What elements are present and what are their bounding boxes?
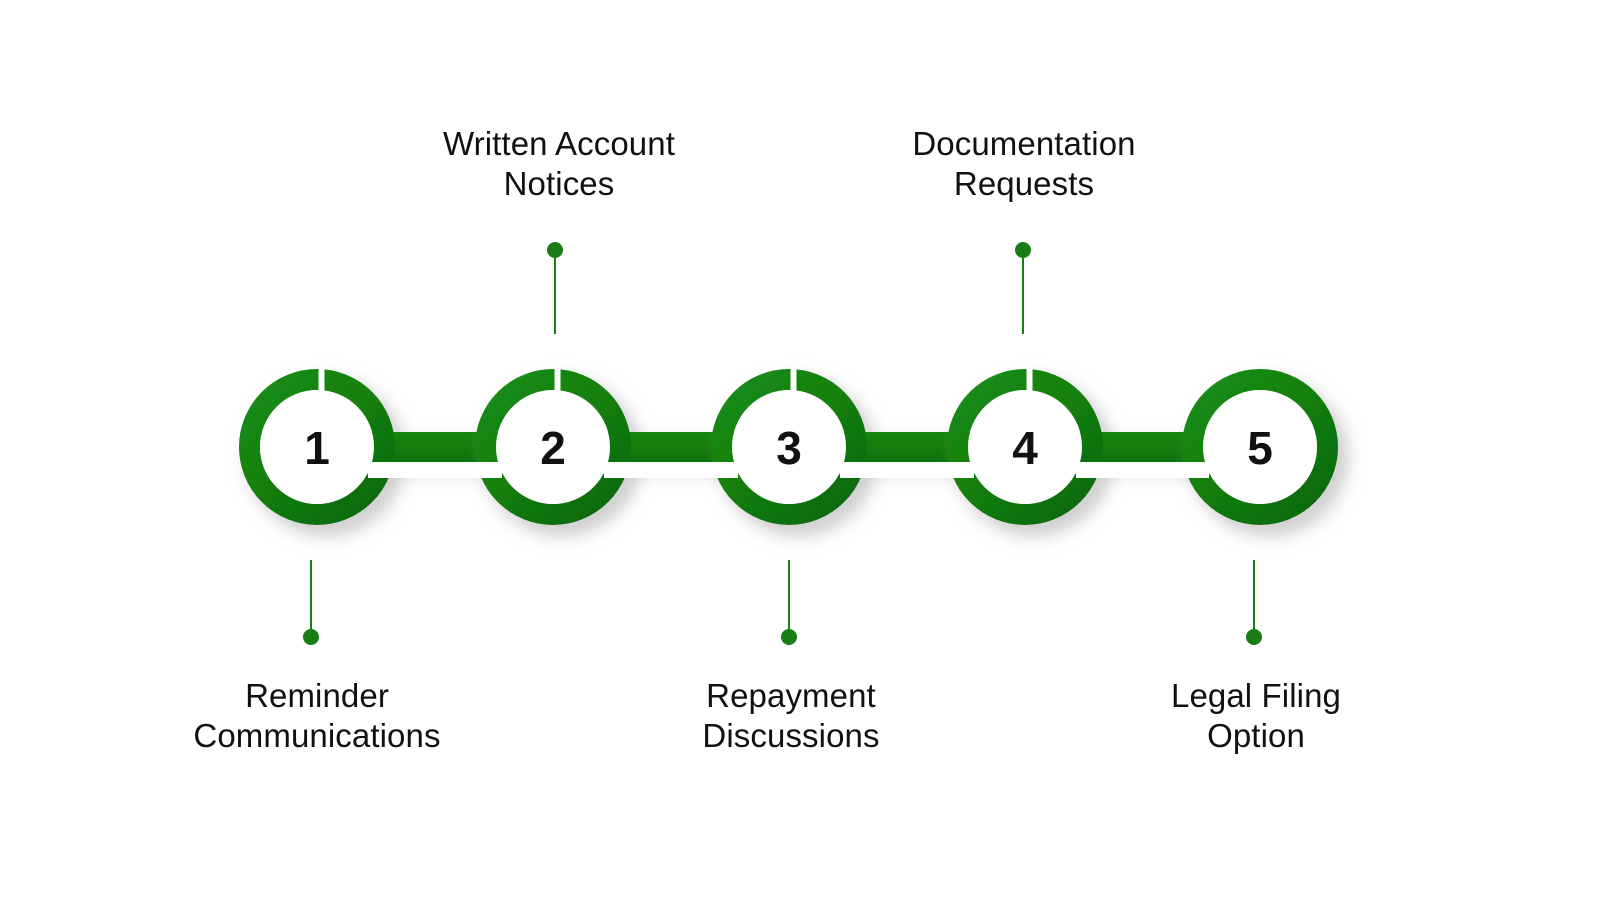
step-ring-3 [711,369,867,525]
ring-lower-gap-3 [840,462,974,478]
callout-stem-1 [303,560,319,645]
ring-lower-gap-1 [368,462,502,478]
stem-dot-4 [1015,242,1031,258]
step-ring-1 [239,369,395,525]
step-number-3: 3 [776,422,802,474]
callout-stem-3 [781,560,797,645]
step-number-2: 2 [540,422,566,474]
ring-top-gap-2 [554,367,561,394]
step-label-1: Reminder Communications [193,677,441,755]
callout-stem-layer [303,242,1262,645]
ring-top-gap-3 [790,367,797,394]
stem-dot-1 [303,629,319,645]
step-label-3: Repayment Discussions [702,677,880,755]
step-label-4: Documentation Requests [912,125,1136,203]
step-number-4: 4 [1012,422,1038,474]
ring-lower-gap-2 [604,462,738,478]
step-inner-disc-1 [260,390,374,504]
stem-dot-5 [1246,629,1262,645]
callout-stem-4 [1015,242,1031,334]
stem-dot-3 [781,629,797,645]
ring-lower-gap-4 [1076,462,1209,478]
step-node-5[interactable] [1182,369,1338,525]
step-ring-2 [475,369,631,525]
step-ring-5 [1182,369,1338,525]
step-inner-disc-2 [496,390,610,504]
chain-layer [239,367,1338,525]
step-label-2: Written Account Notices [442,125,675,203]
step-inner-disc-3 [732,390,846,504]
step-ring-4 [947,369,1103,525]
callout-stem-2 [547,242,563,334]
step-number-1: 1 [304,422,330,474]
step-number-5: 5 [1247,422,1273,474]
stem-dot-2 [547,242,563,258]
step-number-layer: 1 2 3 4 5 [304,422,1273,474]
step-inner-disc-5 [1203,390,1317,504]
callout-stem-5 [1246,560,1262,645]
ring-top-gap-1 [318,367,325,394]
step-label-5: Legal Filing Option [1171,677,1341,755]
step-inner-disc-4 [968,390,1082,504]
ring-top-gap-4 [1026,367,1033,394]
